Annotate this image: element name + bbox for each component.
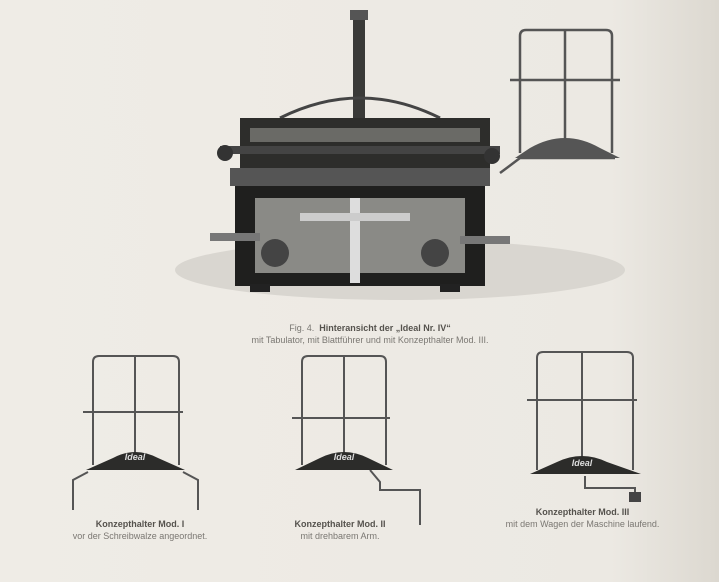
holder-mod-3-caption: Konzepthalter Mod. III mit dem Wagen der… xyxy=(500,506,665,530)
holder-mod-2-caption: Konzepthalter Mod. II mit drehbarem Arm. xyxy=(250,518,430,542)
ideal-logo: Ideal xyxy=(572,458,593,468)
holder-description: vor der Schreibwalze angeordnet. xyxy=(72,531,208,541)
holder-label: Konzepthalter Mod. III xyxy=(535,507,630,517)
holder-mod-1-caption: Konzepthalter Mod. I vor der Schreibwalz… xyxy=(40,518,240,542)
main-figure-caption: Fig. 4. Hinteransicht der „Ideal Nr. IV“… xyxy=(170,322,570,346)
holder-label: Konzepthalter Mod. II xyxy=(294,519,386,529)
ideal-logo: Ideal xyxy=(334,452,355,462)
figure-title: Hinteransicht der „Ideal Nr. IV“ xyxy=(319,323,451,333)
holder-label: Konzepthalter Mod. I xyxy=(95,519,185,529)
figure-number: Fig. 4. xyxy=(289,323,315,333)
copy-holder-mod-2-illustration: Ideal xyxy=(292,355,421,525)
ideal-logo: Ideal xyxy=(125,452,146,462)
holder-description: mit dem Wagen der Maschine laufend. xyxy=(505,519,660,529)
copy-holder-mod-3-illustration: Ideal xyxy=(527,351,641,502)
holder-description: mit drehbarem Arm. xyxy=(300,531,380,541)
typewriter-rear-view-illustration xyxy=(175,10,625,300)
copy-holder-mod-1-illustration: Ideal xyxy=(72,355,199,510)
figure-subtitle: mit Tabulator, mit Blattführer und mit K… xyxy=(251,335,489,345)
